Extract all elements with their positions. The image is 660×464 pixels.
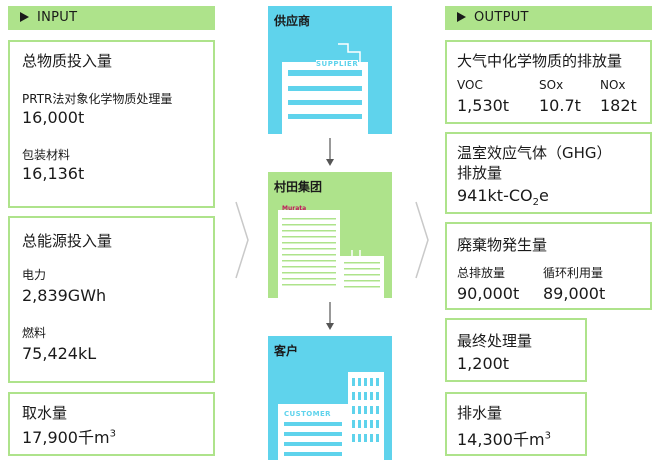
input-header-label: INPUT — [37, 10, 78, 25]
air-emission-box: 大气中化学物质的排放量 VOC 1,530t SOx 10.7t NOx 182… — [445, 40, 652, 124]
ghg-value-sub: 2 — [532, 197, 539, 209]
murata-logo: Murata — [282, 205, 307, 212]
waste-recycle-value: 89,000t — [543, 284, 606, 303]
sox-value: 10.7t — [539, 96, 581, 115]
waste-recycle-label: 循环利用量 — [543, 266, 604, 280]
customer-building-icon — [278, 372, 384, 460]
sox-label: SOx — [539, 78, 564, 92]
arrow-down-icon — [326, 302, 334, 330]
play-icon — [20, 12, 29, 22]
ghg-emission-box: 温室效应气体（GHG） 排放量 941kt-CO2e — [445, 132, 652, 214]
waste-total-value: 90,000t — [457, 284, 520, 303]
water-value: 17,900千m3 — [22, 424, 116, 448]
voc-value: 1,530t — [457, 96, 510, 115]
waste-box: 廃棄物発生量 总排放量 90,000t 循环利用量 89,000t — [445, 222, 652, 310]
ghg-value: 941kt-CO2e — [457, 186, 549, 208]
energy-title: 总能源投入量 — [22, 232, 113, 250]
ghg-value-prefix: 941kt-CO — [457, 186, 533, 205]
ghg-title-line2: 排放量 — [457, 164, 503, 182]
nox-value: 182t — [600, 96, 637, 115]
murata-title: 村田集团 — [274, 180, 323, 194]
ghg-value-suffix: e — [539, 186, 549, 205]
water-label: 取水量 — [22, 404, 68, 422]
wastewater-title: 排水量 — [457, 404, 503, 422]
supplier-sign: SUPPLIER — [316, 60, 359, 68]
water-value-exp: 3 — [109, 428, 116, 440]
wastewater-value: 14,300千m3 — [457, 426, 551, 450]
wastewater-box: 排水量 14,300千m3 — [445, 392, 587, 456]
arrow-down-icon — [326, 138, 334, 166]
landfill-box: 最终处理量 1,200t — [445, 318, 587, 382]
air-emission-title: 大气中化学物质的排放量 — [457, 52, 623, 70]
water-input-box: 取水量 17,900千m3 — [8, 392, 215, 456]
wastewater-value-exp: 3 — [544, 430, 551, 442]
landfill-title: 最终处理量 — [457, 332, 533, 350]
murata-building-icon — [278, 210, 384, 298]
waste-total-label: 总排放量 — [457, 266, 506, 280]
landfill-value: 1,200t — [457, 354, 510, 373]
output-header: OUTPUT — [445, 6, 652, 30]
packaging-value: 16,136t — [22, 164, 85, 183]
customer-sign: CUSTOMER — [284, 410, 331, 418]
waste-title: 廃棄物発生量 — [457, 236, 548, 254]
supplier-panel: 供应商 SUPPLIER — [268, 6, 392, 134]
material-title: 总物质投入量 — [22, 52, 113, 70]
water-value-number: 17,900千m — [22, 428, 110, 447]
packaging-label: 包装材料 — [22, 148, 71, 162]
material-input-box: 总物质投入量 PRTR法对象化学物质处理量 16,000t 包装材料 16,13… — [8, 40, 215, 208]
chevron-right-icon — [235, 201, 249, 279]
prtr-label: PRTR法对象化学物质处理量 — [22, 92, 173, 106]
electricity-value: 2,839GWh — [22, 286, 107, 305]
customer-panel: 客户 CUSTOMER — [268, 336, 392, 460]
input-header: INPUT — [8, 6, 215, 30]
chevron-right-icon — [415, 201, 429, 279]
wastewater-value-number: 14,300千m — [457, 430, 545, 449]
ghg-title-line1: 温室效应气体（GHG） — [457, 144, 612, 162]
murata-panel: 村田集团 Murata — [268, 172, 392, 298]
fuel-label: 燃料 — [22, 326, 47, 340]
supplier-building-icon — [282, 43, 368, 134]
voc-label: VOC — [457, 78, 483, 92]
prtr-value: 16,000t — [22, 108, 85, 127]
customer-title: 客户 — [274, 344, 299, 358]
play-icon — [457, 12, 466, 22]
output-header-label: OUTPUT — [474, 10, 529, 25]
fuel-value: 75,424kL — [22, 344, 97, 363]
energy-input-box: 总能源投入量 电力 2,839GWh 燃料 75,424kL — [8, 216, 215, 383]
nox-label: NOx — [600, 78, 626, 92]
supplier-title: 供应商 — [274, 14, 311, 28]
electricity-label: 电力 — [22, 268, 47, 282]
